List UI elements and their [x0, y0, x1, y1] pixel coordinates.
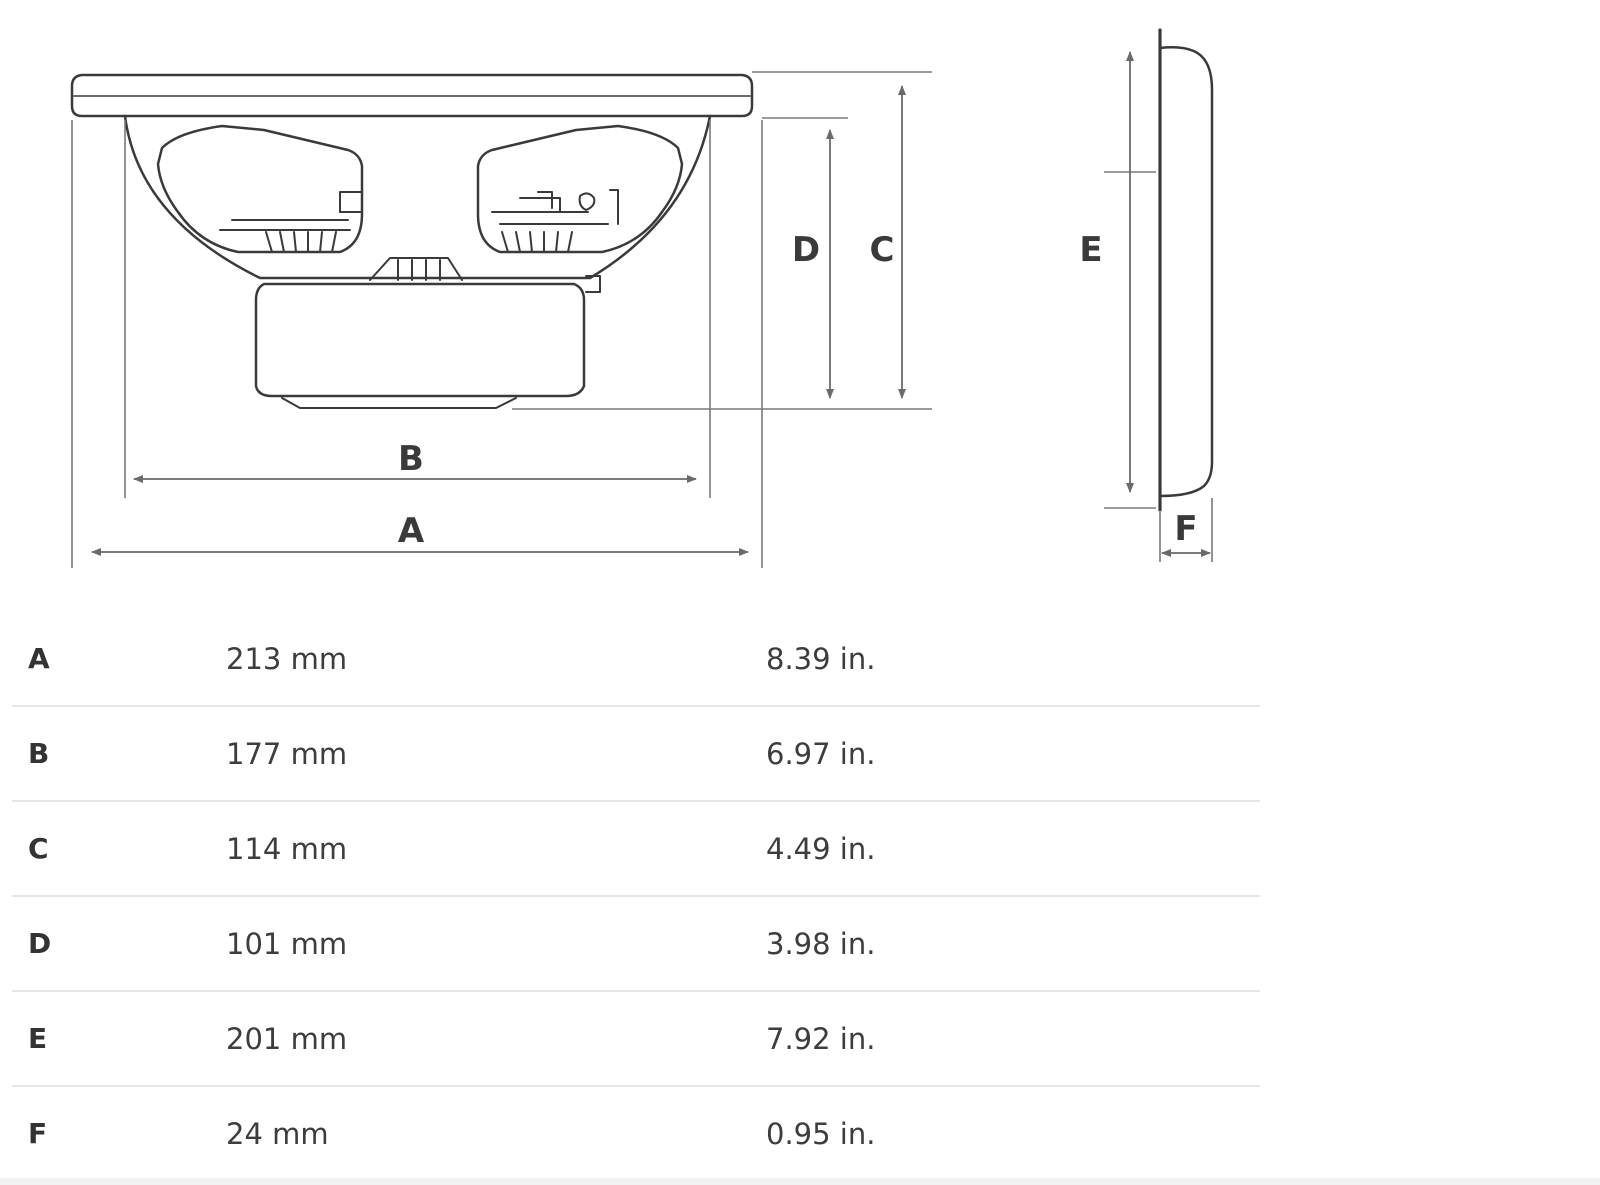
dimension-letter: D — [12, 896, 226, 992]
dimension-inches: 8.39 in. — [766, 612, 1260, 707]
dimension-inches: 4.49 in. — [766, 801, 1260, 897]
dimension-mm: 24 mm — [226, 1116, 329, 1151]
dimension-letter: B — [12, 706, 226, 802]
speaker-dimension-diagram: B A D C E F — [70, 28, 1214, 568]
basket-window-left — [156, 124, 364, 254]
magnet-bottom-plate — [281, 397, 517, 409]
dimension-mm: 177 mm — [226, 706, 766, 802]
speaker-flange — [70, 73, 754, 118]
dimension-label-d: D — [792, 230, 820, 270]
left-vents — [265, 231, 337, 253]
speaker-profile-view — [1158, 28, 1214, 512]
dimension-spec-table: A 213 mm 8.39 in. B 177 mm 6.97 in. C 11… — [12, 612, 1260, 1180]
dimension-inches: 3.98 in. — [766, 896, 1260, 992]
speaker-basket — [123, 114, 712, 280]
dimension-label-a: A — [398, 511, 425, 551]
table-row: A 213 mm 8.39 in. — [12, 612, 1260, 707]
footer-band — [0, 1178, 1600, 1185]
table-row: B 177 mm 6.97 in. — [12, 706, 1260, 802]
dimension-inches: 7.92 in. — [766, 991, 1260, 1087]
table-row: D 101 mm 3.98 in. — [12, 896, 1260, 992]
basket-window-right — [476, 124, 684, 254]
table-row: F 24 mm 0.95 in. — [12, 1086, 1260, 1180]
right-terminal-bracket — [491, 189, 619, 225]
dimension-mm: 101 mm — [226, 896, 766, 992]
center-connector — [369, 257, 463, 281]
dimension-mm: 213 mm — [226, 612, 766, 707]
dimension-label-e: E — [1079, 230, 1102, 270]
dimension-arrows — [91, 51, 1211, 557]
speaker-side-view — [70, 73, 754, 409]
dimension-letter: A — [12, 612, 226, 707]
dimension-inches: 0.95 in. — [766, 1116, 876, 1151]
side-bracket — [585, 275, 601, 293]
dimension-label-c: C — [870, 230, 895, 270]
dimension-letter: C — [12, 801, 226, 897]
dimension-letter: F — [28, 1117, 48, 1150]
speaker-magnet — [254, 282, 586, 398]
left-terminal-bracket — [219, 191, 363, 231]
dimension-mm: 201 mm — [226, 991, 766, 1087]
dimension-letter: E — [12, 991, 226, 1087]
dimension-label-f: F — [1174, 509, 1197, 549]
profile-cover — [1158, 46, 1214, 498]
dimension-label-b: B — [398, 439, 424, 479]
table-row: C 114 mm 4.49 in. — [12, 801, 1260, 897]
table-row: E 201 mm 7.92 in. — [12, 991, 1260, 1087]
extension-lines — [71, 71, 1213, 568]
dimension-mm: 114 mm — [226, 801, 766, 897]
dimension-inches: 6.97 in. — [766, 706, 1260, 802]
right-vents — [501, 231, 573, 253]
